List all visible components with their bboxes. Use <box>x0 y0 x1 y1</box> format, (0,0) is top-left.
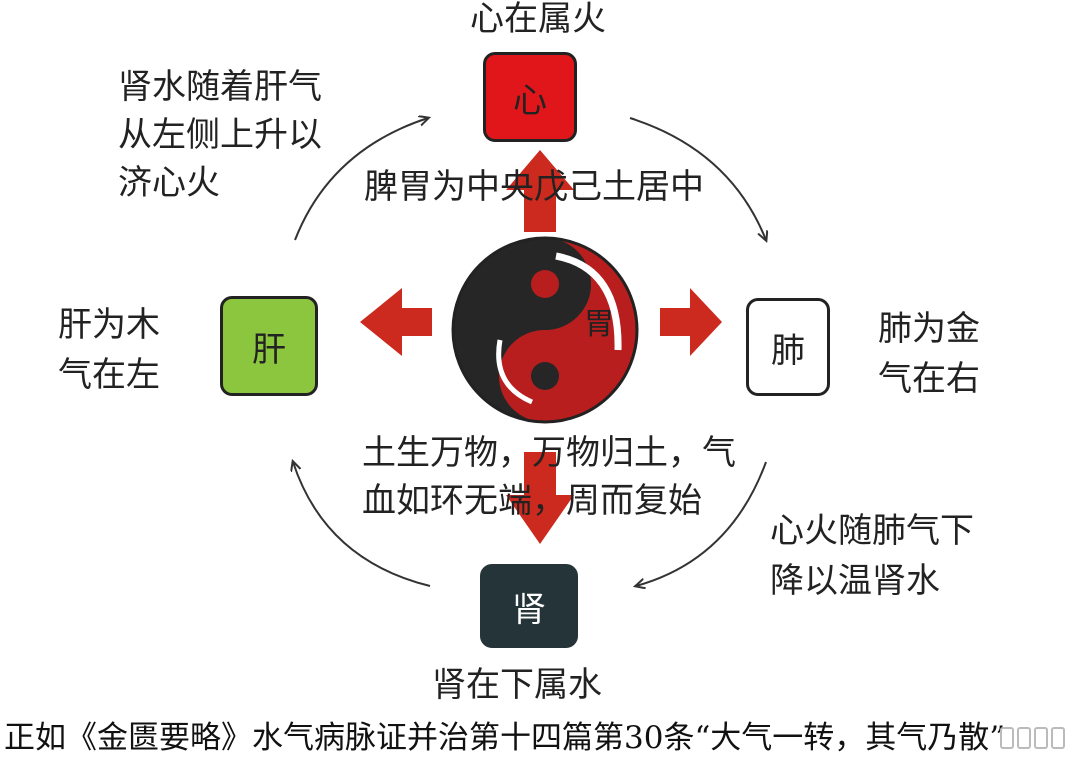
kidney-label: 肾 <box>512 589 546 630</box>
arrow-up-to-heart <box>506 150 574 232</box>
cycle-caption-line-1: 土生万物，万物归土，气 <box>362 433 736 473</box>
footer-caption: 正如《金匮要略》水气病脉证并治第十四篇第30条“大气一转，其气乃散” <box>4 720 1006 756</box>
stomach-label: 胃 <box>584 307 614 342</box>
right-flow-line-1: 心火随肺气下 <box>770 511 974 551</box>
flow-curve-top-left <box>294 118 428 241</box>
liver-label: 肝 <box>252 329 286 370</box>
arrow-right-to-lung <box>660 288 722 356</box>
left-flow-line-2: 从左侧上升以 <box>118 115 322 155</box>
left-flow-line-3: 济心火 <box>118 163 220 203</box>
flow-curve-top-right <box>629 117 766 240</box>
liver-caption-line-2: 气在左 <box>58 355 160 395</box>
kidney-box: 肾 <box>480 564 578 648</box>
arrow-left-to-liver <box>360 288 432 356</box>
watermark-icon <box>1000 724 1070 752</box>
lung-caption-line-1: 肺为金 <box>878 309 980 349</box>
center-caption: 脾胃为中央戊己土居中 <box>364 167 704 207</box>
yin-yang-icon <box>451 236 639 424</box>
left-flow-line-1: 肾水随着肝气 <box>118 67 322 107</box>
lung-label: 肺 <box>771 330 805 371</box>
heart-caption: 心在属火 <box>470 0 606 39</box>
heart-label: 心 <box>513 80 547 121</box>
lung-caption-line-2: 气在右 <box>878 359 980 399</box>
liver-caption-line-1: 肝为木 <box>58 305 160 345</box>
kidney-caption: 肾在下属水 <box>432 665 602 705</box>
heart-box: 心 <box>483 52 577 142</box>
lung-box: 肺 <box>746 298 830 396</box>
flow-curve-bottom-right <box>636 461 767 586</box>
cycle-caption-line-2: 血如环无端，周而复始 <box>362 481 702 521</box>
right-flow-line-2: 降以温肾水 <box>770 561 940 601</box>
arrow-down-to-kidney <box>506 452 574 544</box>
liver-box: 肝 <box>220 296 318 396</box>
flow-curve-bottom-left <box>293 462 431 587</box>
